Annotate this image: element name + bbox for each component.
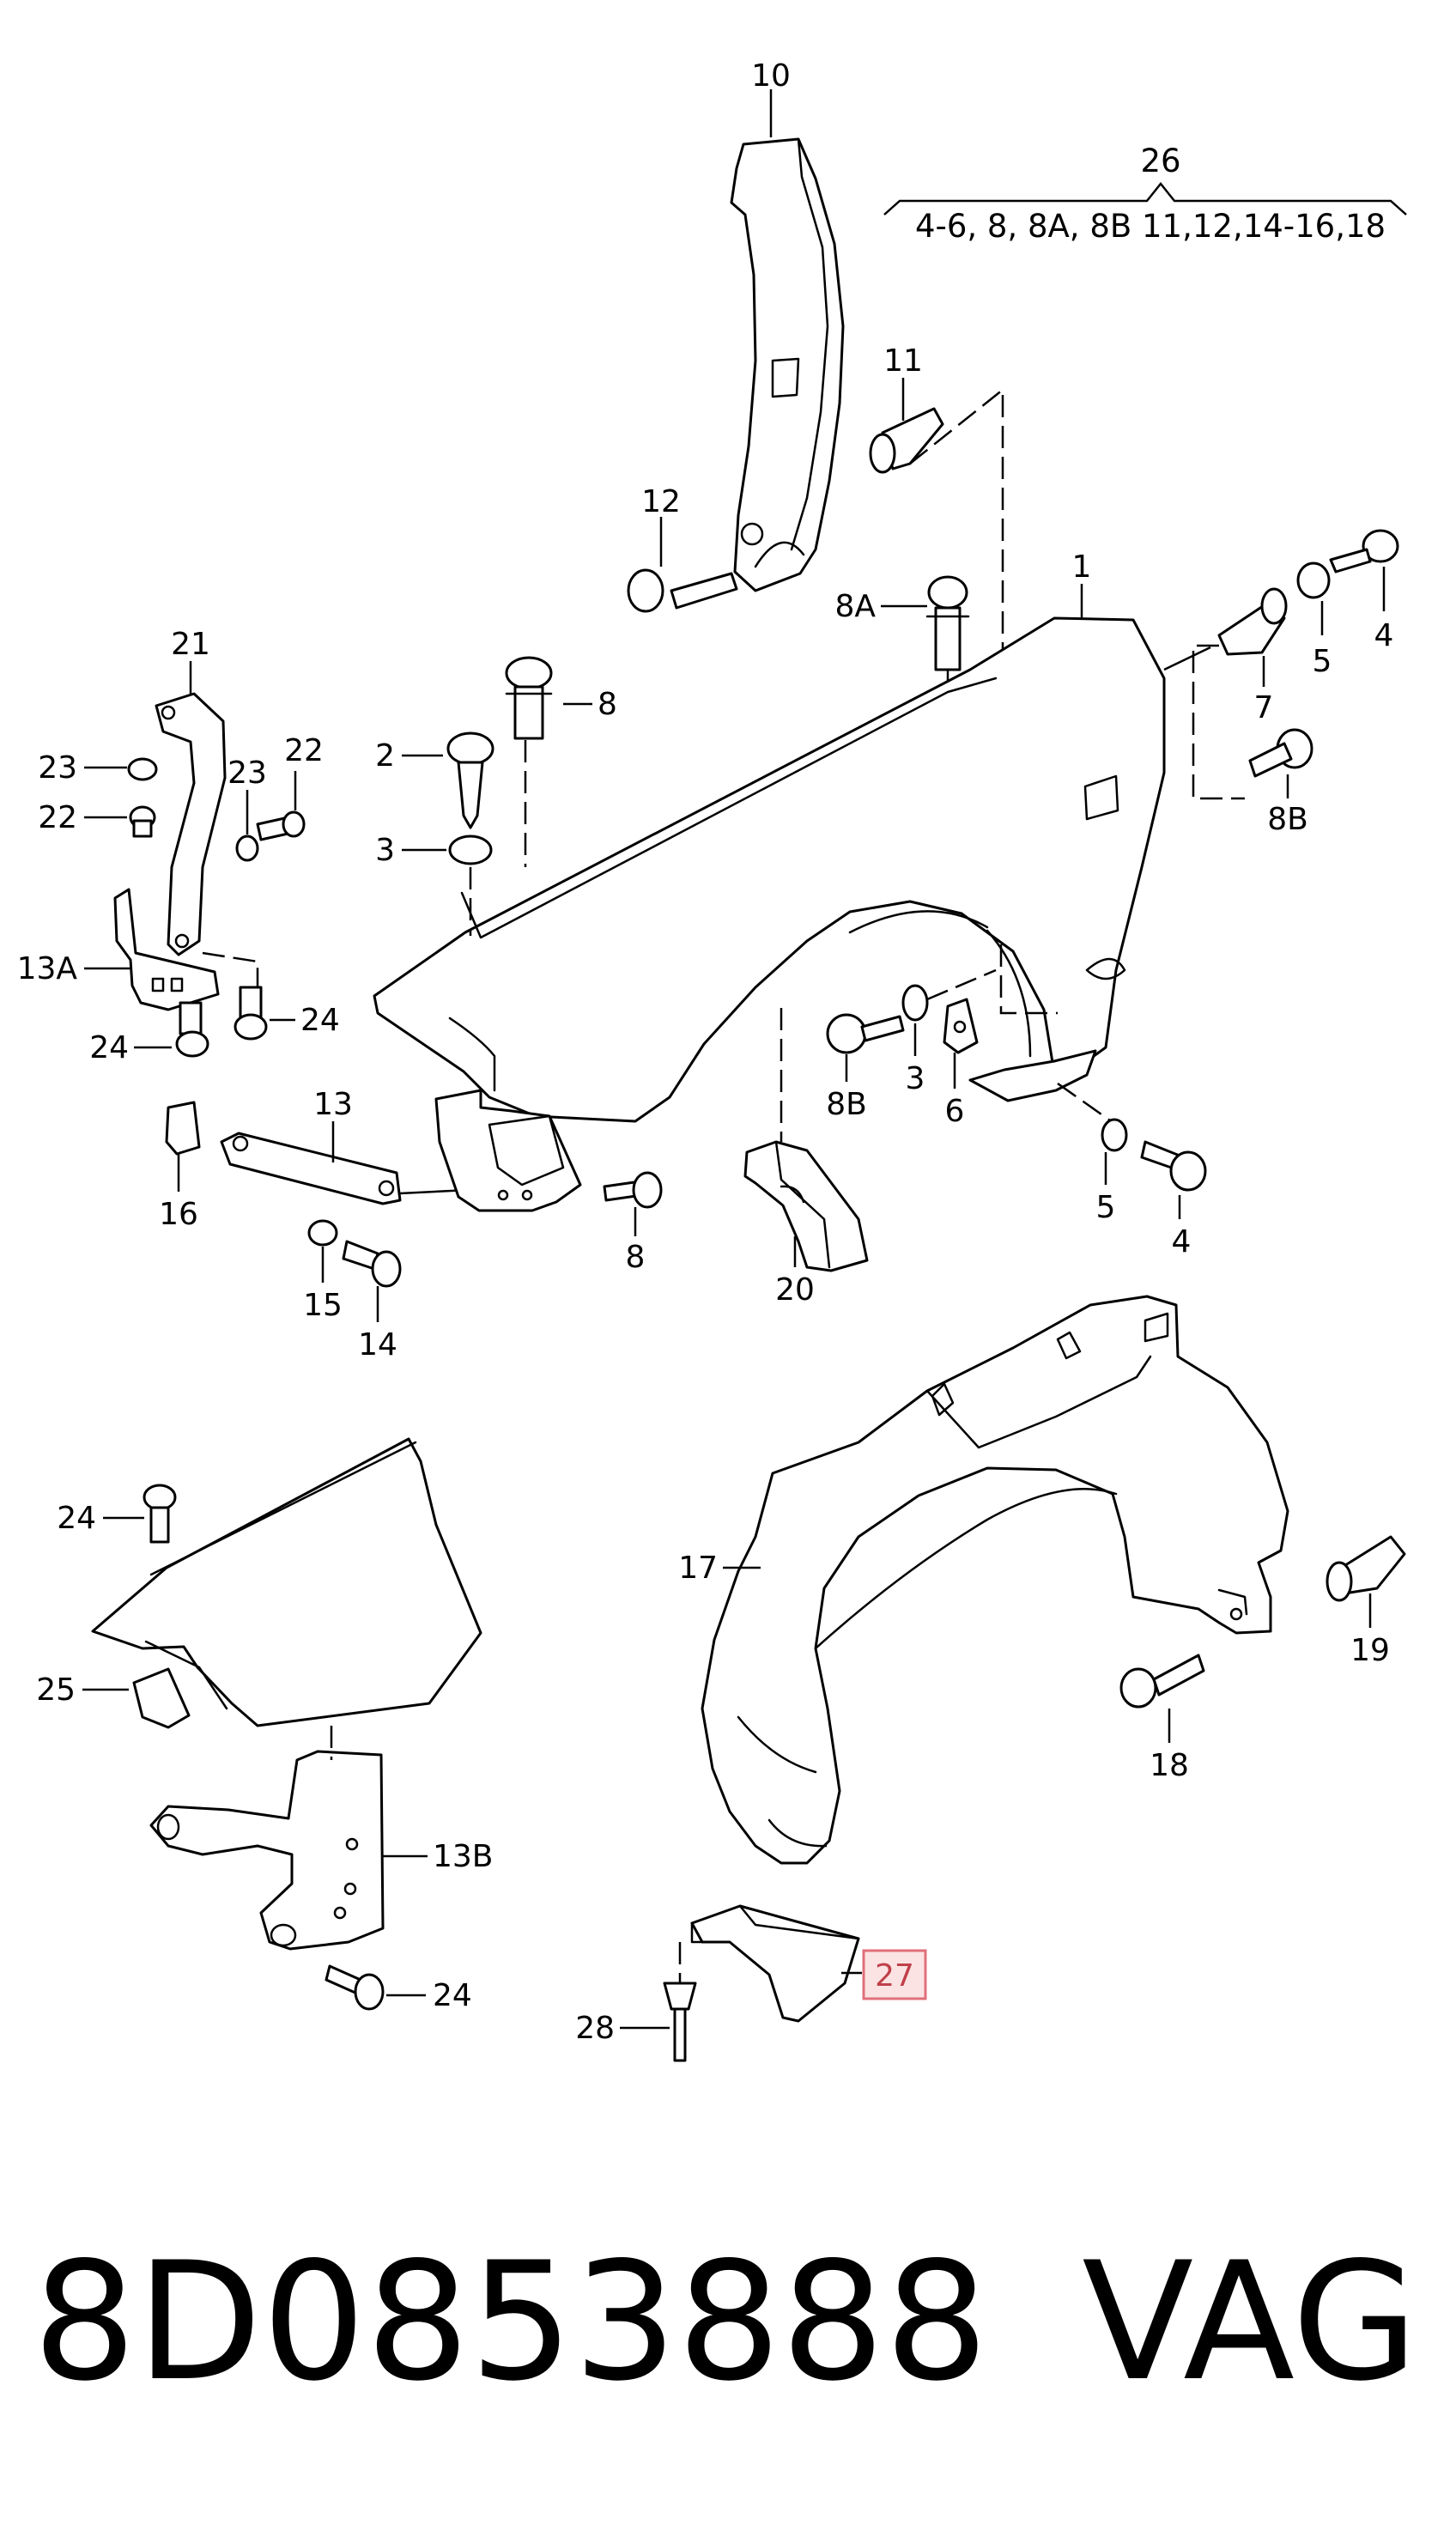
callout-23-right: 23 <box>228 756 267 791</box>
callout-23-left: 23 <box>38 750 77 786</box>
part-6-nut <box>943 998 979 1054</box>
part-27-mud-flap <box>690 1904 860 2023</box>
callout-13: 13 <box>313 1087 353 1122</box>
part-28-rivet <box>663 1982 697 2062</box>
assembly-bracket <box>883 181 1407 215</box>
part-3-washer-lower <box>901 984 929 1022</box>
callout-4-upper: 4 <box>1374 618 1394 653</box>
part-10-bracket <box>730 137 845 592</box>
callout-17: 17 <box>678 1551 718 1586</box>
part-25-clip <box>132 1667 191 1729</box>
part-15-washer <box>307 1219 338 1247</box>
callout-2: 2 <box>375 738 395 774</box>
callout-22-left: 22 <box>38 800 77 835</box>
callout-15: 15 <box>303 1288 343 1323</box>
part-23-washer-left <box>127 757 158 781</box>
callout-1: 1 <box>1072 549 1092 585</box>
callout-8-upper: 8 <box>598 687 617 722</box>
part-21-bracket <box>155 692 227 956</box>
part-8-lower-bolt <box>603 1171 663 1209</box>
callout-28: 28 <box>575 2011 615 2046</box>
callout-24-a: 24 <box>300 1003 340 1038</box>
part-11-clip <box>869 407 944 474</box>
callout-4-lower: 4 <box>1172 1224 1192 1259</box>
guide-line-5-lower <box>1057 1082 1117 1126</box>
part-14-bolt <box>342 1240 402 1288</box>
part-7-clip <box>1217 587 1288 656</box>
part-24-bolt-c <box>143 1484 177 1544</box>
assembly-26-header: 26 4-6, 8, 8A, 8B 11,12,14-16,18 <box>883 143 1407 245</box>
callout-13B: 13B <box>433 1839 494 1874</box>
part-8A-bolt <box>925 575 970 671</box>
guide-line-3-lower <box>926 968 997 1001</box>
part-4-screw-upper <box>1329 529 1399 574</box>
part-16-clip <box>165 1101 201 1156</box>
part-13B-bracket <box>149 1750 385 1951</box>
part-5-washer-lower <box>1101 1118 1128 1152</box>
callout-12: 12 <box>641 484 681 519</box>
part-8B-bolt-lower <box>826 1013 905 1054</box>
guide-line-11 <box>909 387 1004 652</box>
fender-lower-tab <box>968 1049 1097 1102</box>
part-4-screw-lower <box>1140 1140 1207 1192</box>
fender-detail-lower-left <box>91 1437 482 1727</box>
part-17-liner <box>701 1295 1289 1865</box>
part-13A-bracket <box>113 888 220 1011</box>
part-1-fender <box>373 616 1166 1123</box>
callout-22-right: 22 <box>284 733 324 768</box>
callout-14: 14 <box>358 1327 397 1363</box>
callout-25: 25 <box>36 1672 76 1708</box>
guide-line-7 <box>1192 644 1245 800</box>
callout-24-b: 24 <box>89 1030 129 1065</box>
part-5-washer-upper <box>1296 561 1331 599</box>
callout-5-upper: 5 <box>1313 644 1332 679</box>
highlight-box-27: 27 <box>862 1949 927 2000</box>
part-24-bolt-a <box>234 986 268 1041</box>
callout-3-lower: 3 <box>906 1061 925 1096</box>
part-number-text: 8D0853888 <box>33 2227 988 2417</box>
callout-8-lower: 8 <box>626 1240 646 1275</box>
assembly-contents-label: 4-6, 8, 8A, 8B 11,12,14-16,18 <box>915 208 1386 245</box>
callout-24-d: 24 <box>433 1978 472 2013</box>
callout-10: 10 <box>751 58 791 94</box>
callout-3-upper: 3 <box>375 833 395 868</box>
callout-27: 27 <box>875 1958 914 1994</box>
callout-11: 11 <box>883 343 923 379</box>
callout-18: 18 <box>1150 1748 1189 1783</box>
callout-6: 6 <box>945 1094 965 1129</box>
assembly-number-label: 26 <box>1140 143 1180 179</box>
part-8-upper-bolt <box>505 656 553 740</box>
part-18-bolt <box>1119 1654 1205 1709</box>
callout-19: 19 <box>1350 1633 1390 1668</box>
callout-8A: 8A <box>834 589 876 624</box>
brand-text: VAG <box>1082 2227 1418 2417</box>
part-24-bolt-d <box>325 1964 385 2011</box>
callout-24-c: 24 <box>57 1501 96 1536</box>
part-22-bolt-right <box>256 810 306 841</box>
guide-fender-7 <box>1163 646 1211 671</box>
part-22-bolt-left <box>129 805 156 838</box>
part-19-clip <box>1326 1535 1406 1602</box>
part-3-washer-upper <box>448 835 493 865</box>
part-12-bolt <box>627 568 738 613</box>
callout-16: 16 <box>159 1197 198 1232</box>
callout-13A: 13A <box>17 951 78 986</box>
fender-lower-bracket <box>434 1089 582 1212</box>
callout-21: 21 <box>171 627 210 662</box>
part-13-bar <box>220 1132 402 1205</box>
part-23-washer-right <box>235 835 259 862</box>
guide-line-21-24 <box>202 951 259 987</box>
callout-8B-upper: 8B <box>1267 802 1308 837</box>
callout-5-lower: 5 <box>1096 1190 1116 1225</box>
callout-8B-lower: 8B <box>826 1087 867 1122</box>
part-8B-bolt-upper <box>1248 728 1313 778</box>
guide-line-6 <box>999 944 1058 1015</box>
part-24-bolt-b <box>175 1001 209 1058</box>
callout-20: 20 <box>775 1272 815 1308</box>
callout-7: 7 <box>1254 690 1274 725</box>
part-20-block <box>743 1140 869 1272</box>
part-2-screw <box>446 731 494 829</box>
